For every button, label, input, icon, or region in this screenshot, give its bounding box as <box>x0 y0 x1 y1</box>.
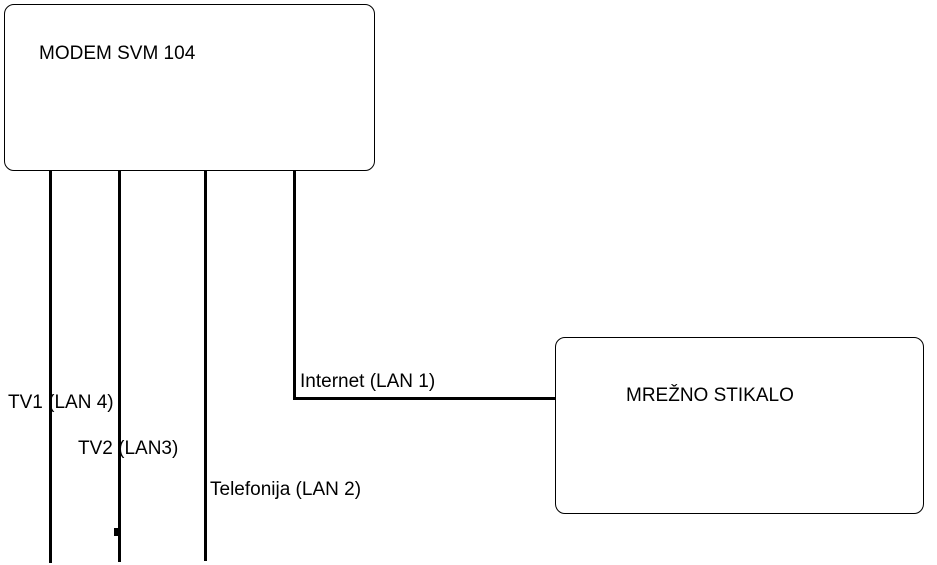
cable-lan3-label: TV2 (LAN3) <box>78 438 179 459</box>
cable-lan3-line <box>118 171 121 562</box>
cable-lan1-label: Internet (LAN 1) <box>300 371 436 392</box>
modem-node-box <box>4 4 375 171</box>
cable-lan2-line <box>204 171 207 561</box>
cable-lan4-label: TV1 (LAN 4) <box>8 392 114 413</box>
cable-lan4-line <box>49 171 52 563</box>
cable-lan3-connector-tick <box>114 528 121 536</box>
cable-lan1-horizontal-line <box>293 397 555 400</box>
cable-lan1-vertical-line <box>293 171 296 400</box>
switch-node-label: MREŽNO STIKALO <box>626 385 794 406</box>
switch-node-box <box>555 337 924 514</box>
cable-lan2-label: Telefonija (LAN 2) <box>210 479 362 500</box>
modem-node-label: MODEM SVM 104 <box>39 43 196 64</box>
